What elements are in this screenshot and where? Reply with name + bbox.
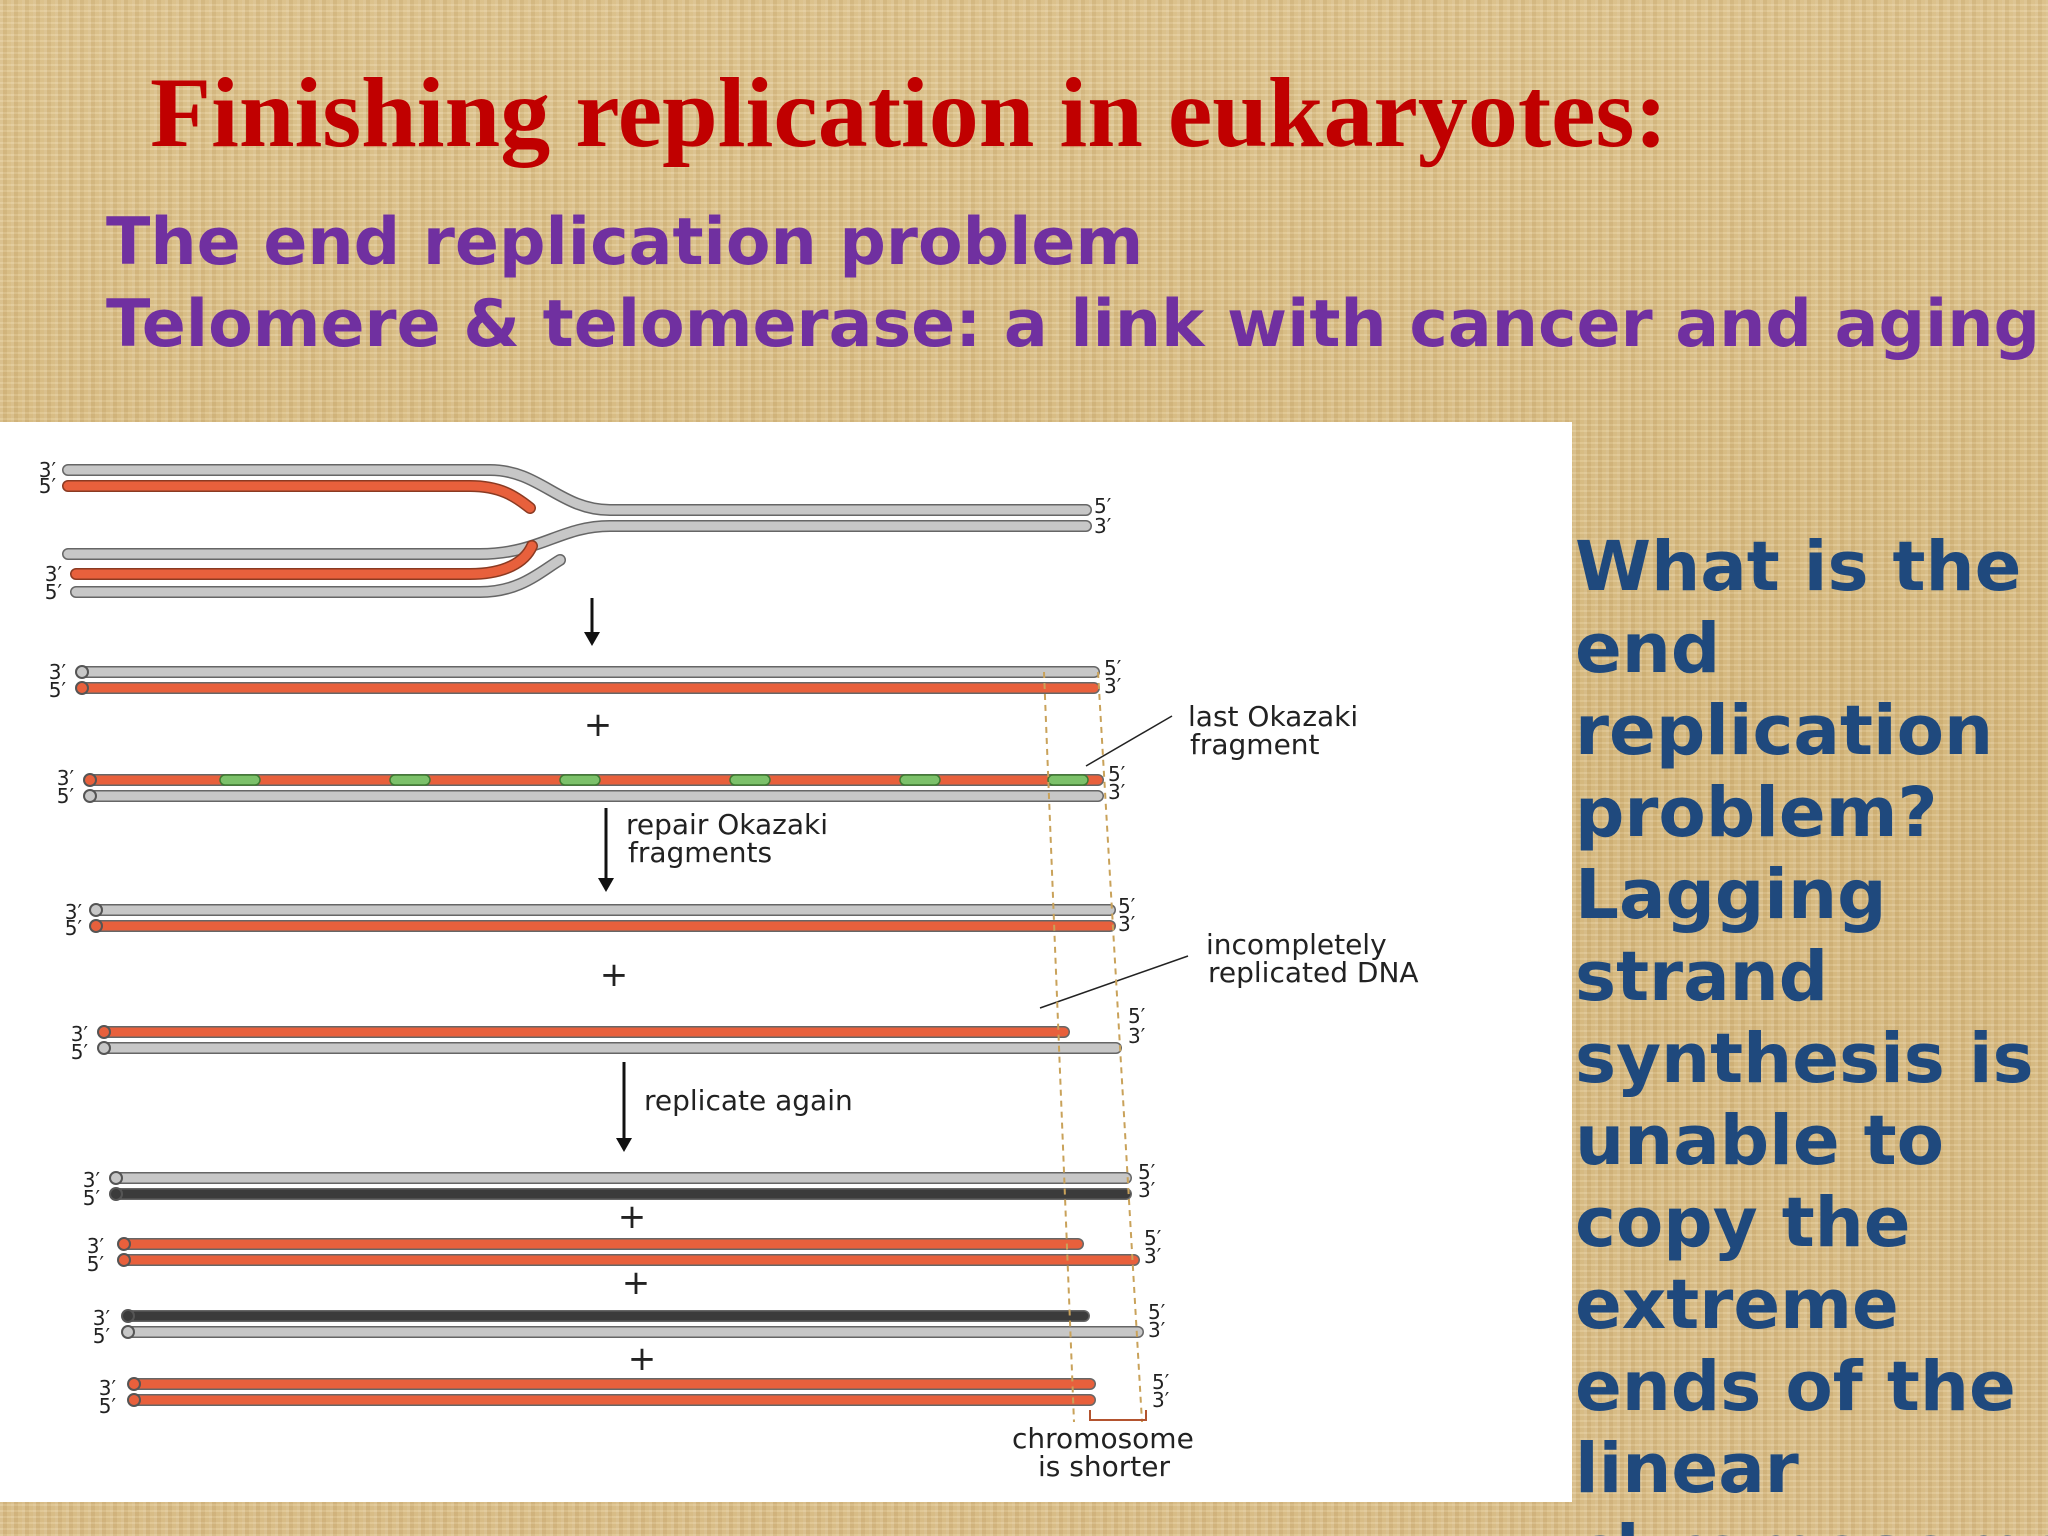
fork-upper-bottom-end-label: 5′ [39,474,57,498]
final-3-right-top-end-label: 5′ [1148,1300,1166,1324]
final-1-template-cap [109,1171,123,1185]
final-4-top-end-label: 3′ [99,1376,117,1400]
final-1-bottom-end-label: 5′ [83,1186,101,1210]
fork-right-top-end-label: 5′ [1094,494,1112,518]
slide-title: Finishing replication in eukaryotes: [150,57,1668,168]
repaired-a-right-bottom-end-label: 3′ [1118,912,1136,936]
plus-1: + [584,705,613,745]
final-3-right-bottom-end-label: 3′ [1148,1318,1166,1342]
fork-right-bottom-end-label: 3′ [1094,514,1112,538]
final-4-right-bottom-end-label: 3′ [1152,1388,1170,1412]
subtitle-telomere: Telomere & telomerase: a link with cance… [106,287,2041,362]
repaired-a-template-cap [89,903,103,917]
repaired-a-new-cap [89,919,103,933]
final-1-right-top-end-label: 5′ [1138,1160,1156,1184]
label-last-okazaki-line2: fragment [1190,728,1320,761]
duplex-b-lagging-cap [83,773,97,787]
diagram-canvas: 3′5′3′5′5′3′3′5′5′3′+3′5′5′3′last Okazak… [39,458,1419,1483]
final-4-new-cap [127,1377,141,1391]
duplex-a-right-top-end-label: 5′ [1104,656,1122,680]
repaired-a-top-end-label: 3′ [65,900,83,924]
label-replicate-again: replicate again [644,1084,853,1117]
final-1-top-end-label: 3′ [83,1168,101,1192]
arrow-step-1-head [584,632,600,646]
final-4-bottom-end-label: 5′ [99,1394,117,1418]
duplex-b-template-cap [83,789,97,803]
repaired-b-right-bottom-end-label: 3′ [1128,1024,1146,1048]
label-last-okazaki-line1: last Okazaki [1188,700,1358,733]
guide-line-right [1097,671,1143,1423]
label-repair-line1: repair Okazaki [626,808,828,841]
end-replication-diagram: 3′5′3′5′5′3′3′5′5′3′+3′5′5′3′last Okazak… [0,422,1572,1502]
okazaki-primer-5 [899,774,941,786]
okazaki-primer-6 [1047,774,1089,786]
final-3-bottom-end-label: 5′ [93,1324,111,1348]
arrow-repair-head [598,878,614,892]
repaired-b-template-cap [97,1041,111,1055]
label-repair-line2: fragments [628,836,772,869]
duplex-a-template-cap [75,665,89,679]
okazaki-primer-4 [729,774,771,786]
duplex-b-bottom-end-label: 5′ [57,784,75,808]
final-3-template-cap [121,1325,135,1339]
repaired-a-bottom-end-label: 5′ [65,916,83,940]
final-4-template-cap [127,1393,141,1407]
side-question-text: What is the end replication problem? Lag… [1575,527,2048,1536]
fork-parental-top [63,465,1091,515]
plus-4: + [622,1263,651,1303]
arrow-replicate-again-head [616,1138,632,1152]
duplex-a-bottom-end-label: 5′ [49,678,67,702]
repaired-b-new-cap [97,1025,111,1039]
duplex-b-right-bottom-end-label: 3′ [1108,780,1126,804]
okazaki-primer-1 [219,774,261,786]
repaired-b-top-end-label: 3′ [71,1022,89,1046]
duplex-a-right-bottom-end-label: 3′ [1104,674,1122,698]
duplex-a-top-end-label: 3′ [49,660,67,684]
repaired-b-bottom-end-label: 5′ [71,1040,89,1064]
fork-lower-top-end-label: 3′ [45,562,63,586]
final-2-bottom-end-label: 5′ [87,1252,105,1276]
leader-last-okazaki [1085,715,1173,767]
fork-lower-bottom-end-label: 5′ [45,580,63,604]
repaired-a-right-top-end-label: 5′ [1118,894,1136,918]
duplex-b-right-top-end-label: 5′ [1108,762,1126,786]
label-incomplete-line1: incompletely [1206,928,1387,961]
final-2-new-cap [117,1237,131,1251]
label-is-shorter: is shorter [1038,1450,1170,1483]
final-2-right-top-end-label: 5′ [1144,1226,1162,1250]
plus-5: + [628,1339,657,1379]
subtitle-end-replication: The end replication problem [106,205,1144,280]
fork-new-strand-top [63,481,535,513]
final-3-top-end-label: 3′ [93,1306,111,1330]
final-3-new-cap [121,1309,135,1323]
duplex-a-new-cap [75,681,89,695]
fork-upper-top-end-label: 3′ [39,458,57,482]
plus-2: + [600,955,629,995]
fork-parental-bottom [63,521,1091,559]
okazaki-primer-2 [389,774,431,786]
duplex-b-top-end-label: 3′ [57,766,75,790]
final-2-right-bottom-end-label: 3′ [1144,1244,1162,1268]
final-2-top-end-label: 3′ [87,1234,105,1258]
label-incomplete-line2: replicated DNA [1208,956,1419,989]
fork-new-strand-bottom [71,541,537,579]
label-chromosome: chromosome [1012,1422,1194,1455]
guide-line-left [1043,671,1075,1423]
final-1-new-cap [109,1187,123,1201]
fork-template-lower [71,555,565,597]
final-4-right-top-end-label: 5′ [1152,1370,1170,1394]
leader-incomplete [1039,955,1189,1009]
final-2-template-cap [117,1253,131,1267]
repaired-b-right-top-end-label: 5′ [1128,1004,1146,1028]
okazaki-primer-3 [559,774,601,786]
final-1-right-bottom-end-label: 3′ [1138,1178,1156,1202]
plus-3: + [618,1197,647,1237]
shortening-bracket [1089,1410,1147,1421]
